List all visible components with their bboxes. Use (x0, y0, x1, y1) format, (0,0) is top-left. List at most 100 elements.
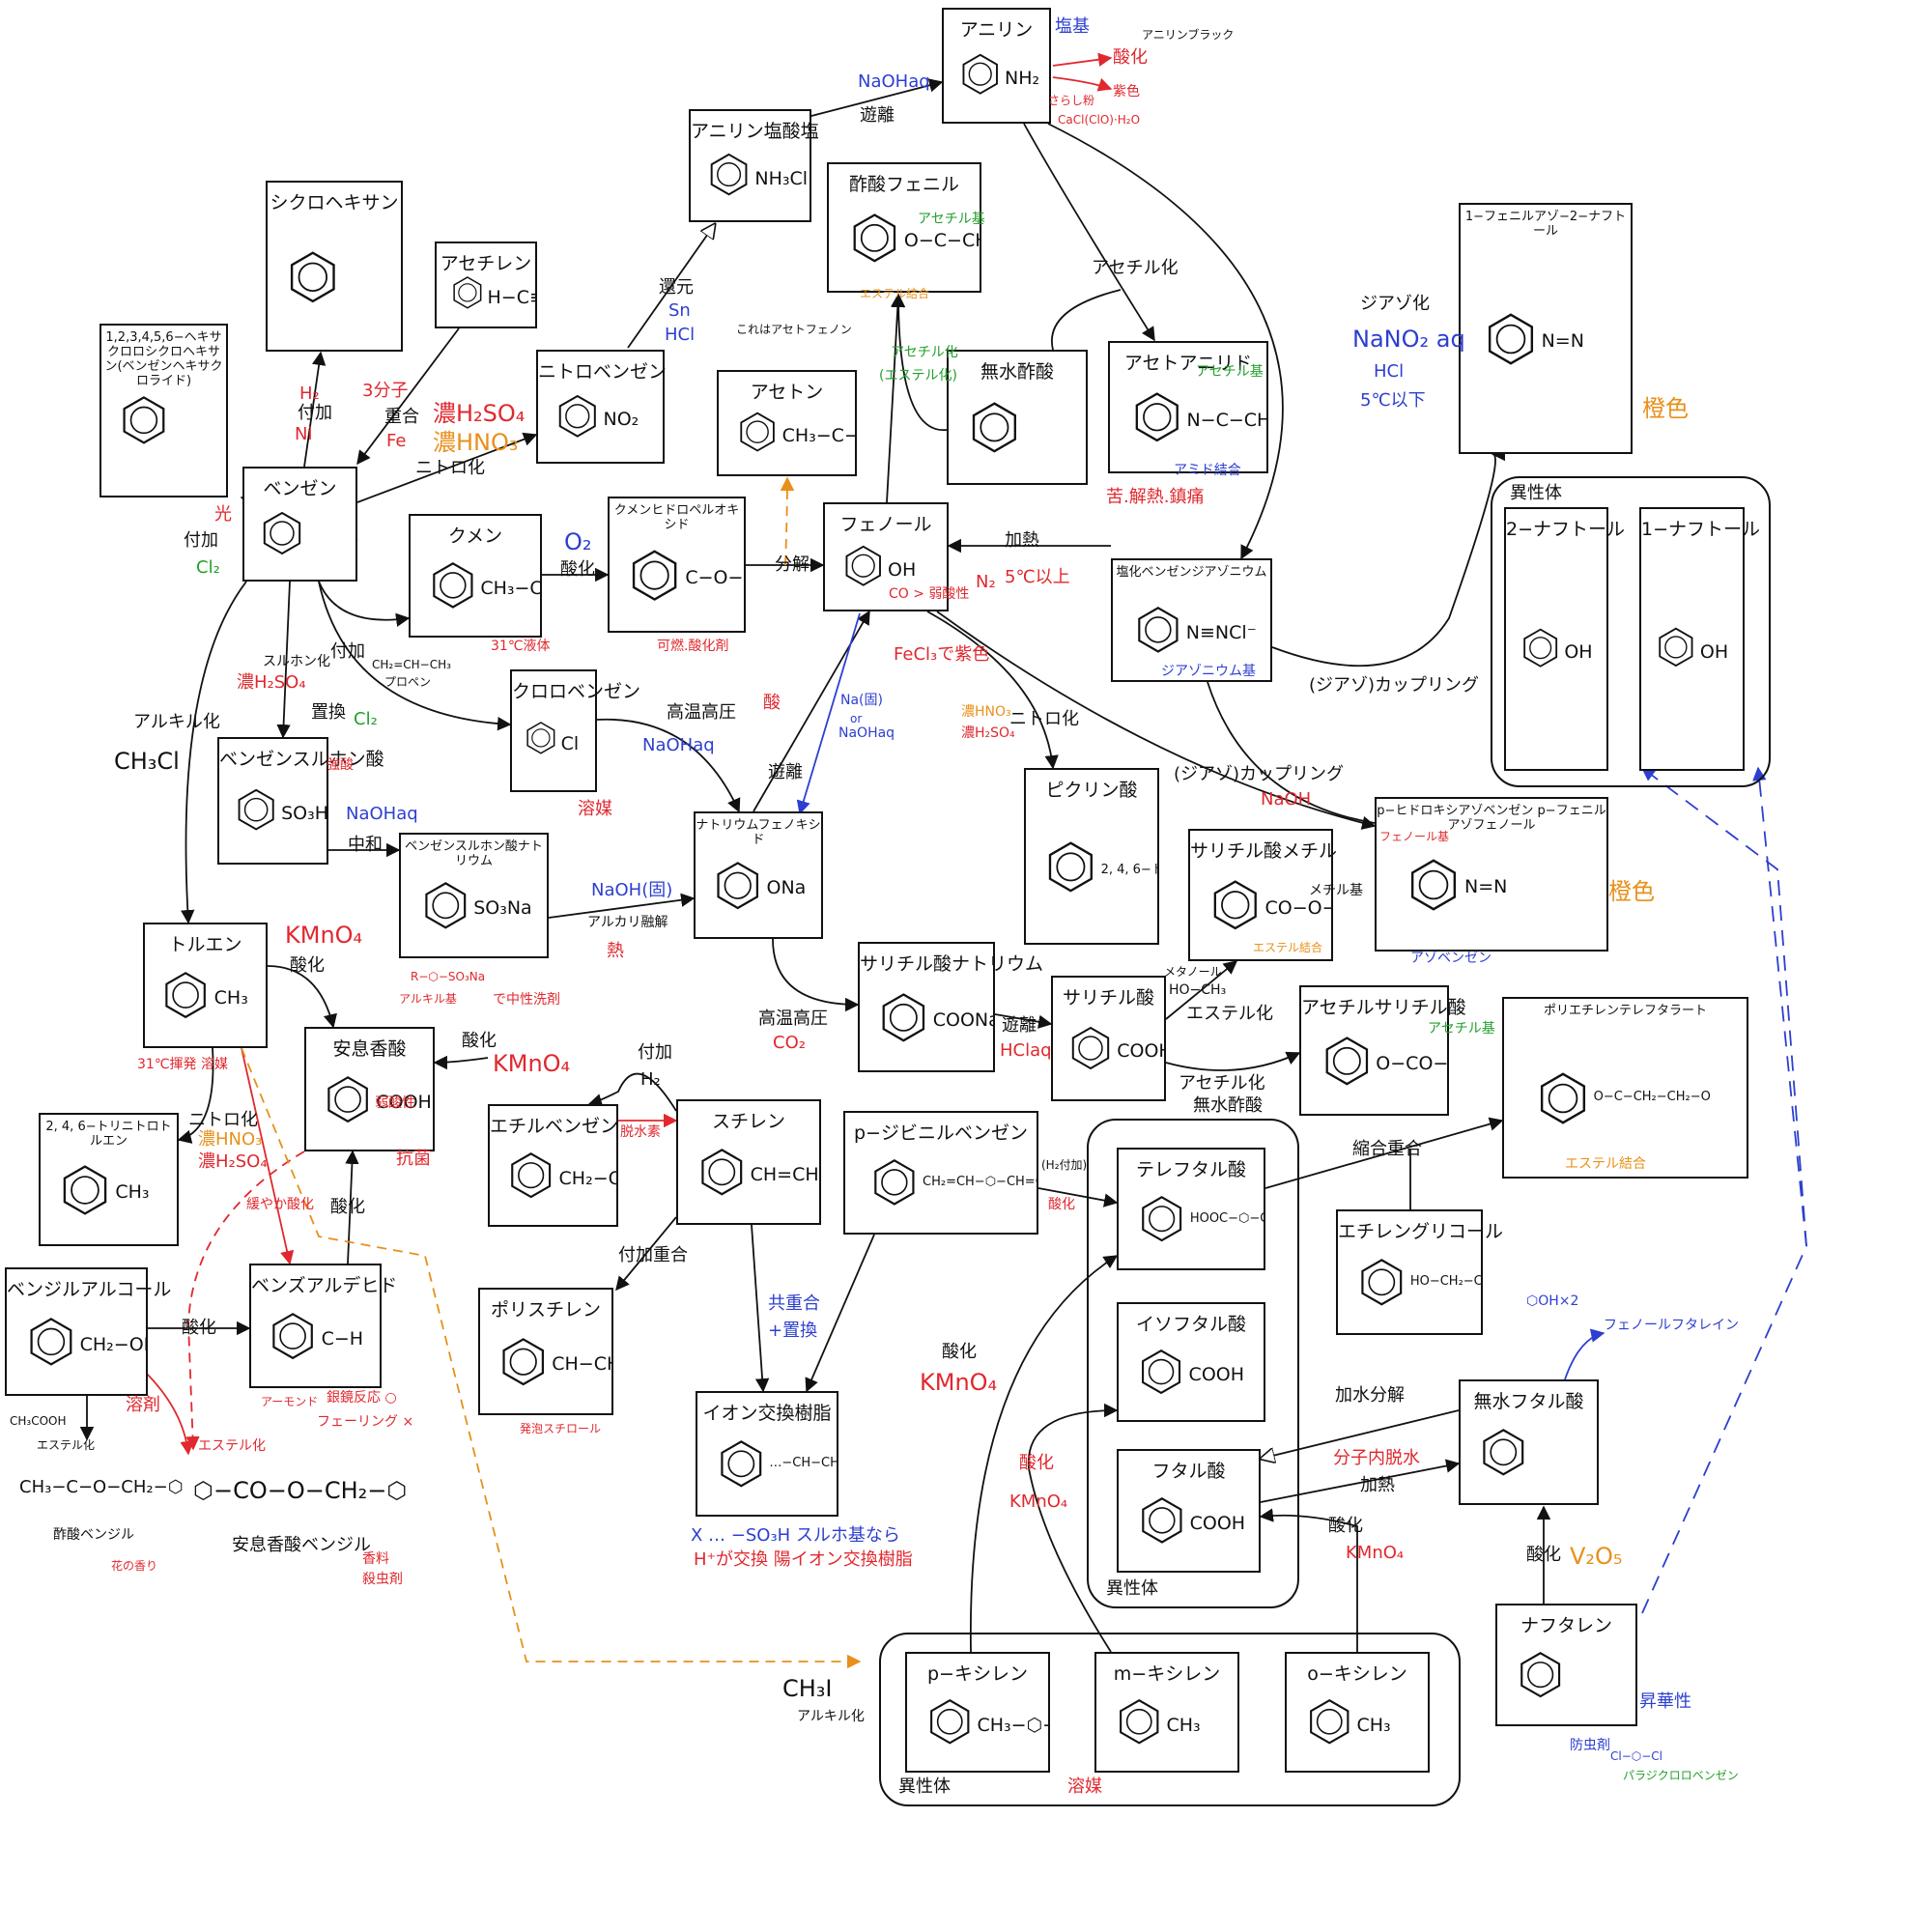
benzene-ring-icon (1136, 1193, 1187, 1248)
annotation-label: 酢酸ベンジル (53, 1527, 134, 1543)
annotation-label: FeCl₃で紫色 (894, 644, 990, 665)
annotation-label: 付加 (184, 530, 218, 551)
annotation-label: フェノールフタレイン (1604, 1318, 1739, 1333)
isomer-group-label: 異性体 (1510, 483, 1562, 503)
benzene-ring-icon (523, 720, 559, 760)
annotation-label: 殺虫剤 (362, 1572, 403, 1587)
annotation-label: エステル結合 (1565, 1156, 1646, 1172)
benzene-ring-icon (497, 1335, 550, 1392)
compound-formula: HO−CH₂−CH₂−OH (1409, 1274, 1481, 1289)
compound-name: p−キシレン (927, 1663, 1028, 1685)
annotation-label: NaOHaq (346, 804, 418, 824)
annotation-label: 弱酸性 (375, 1095, 415, 1111)
annotation-label: X … −SO₃H スルホ基なら (691, 1525, 900, 1546)
benzene-ring-icon (1114, 1696, 1165, 1751)
compound-name: 1,2,3,4,5,6−ヘキサクロロシクロヘキサン(ベンゼンヘキサクロライド) (104, 330, 223, 388)
compound-formula: 2, 4, 6−トリニトロフェノール (1100, 862, 1157, 877)
annotation-label: アーモンド (261, 1395, 319, 1408)
compound-tnt: 2, 4, 6−トリニトロトルエン CH₃ (39, 1113, 179, 1246)
compound-formula: CH₃ (115, 1181, 150, 1203)
annotation-label: H₂ (299, 384, 320, 404)
annotation-label: (ジアゾ)カップリング (1309, 675, 1480, 696)
compound-name: イオン交換樹脂 (702, 1403, 832, 1424)
annotation-label: 紫色 (1113, 84, 1140, 99)
annotation-label: NaOH(固) (591, 880, 673, 900)
compound-salicylic_acid: サリチル酸COOH (1051, 976, 1166, 1101)
annotation-label: NaOHaq (642, 735, 715, 755)
annotation-label: CH₃I (782, 1675, 833, 1702)
compound-name: アセチルサリチル酸 (1301, 997, 1466, 1018)
annotation-label: 橙色 (1608, 878, 1655, 905)
annotation-label: 酸化 (1526, 1545, 1561, 1565)
annotation-label: 加水分解 (1335, 1385, 1405, 1406)
benzene-ring-icon (57, 1162, 113, 1222)
annotation-label: 塩基 (1055, 16, 1090, 37)
benzene-ring-icon (1042, 838, 1099, 899)
annotation-label: 重合 (384, 407, 419, 427)
benzene-ring-icon (117, 393, 171, 451)
isomer-group: 異性体 (879, 1633, 1461, 1806)
annotation-label: H⁺が交換 陽イオン交換樹脂 (694, 1549, 913, 1570)
compound-formula: CH₂−CH₃ (558, 1167, 616, 1189)
compound-formula: COOH (1189, 1513, 1246, 1534)
annotation-label: エステル化 (1186, 1004, 1273, 1024)
compound-name: シクロヘキサン (270, 192, 399, 213)
benzene-ring-icon (1477, 1426, 1530, 1483)
benzene-ring-icon (427, 559, 479, 615)
annotation-label: 酸化 (1113, 47, 1148, 68)
annotation-label: アゾベンゼン (1410, 951, 1492, 966)
benzene-ring-icon (1405, 856, 1463, 918)
benzene-ring-icon (1136, 1494, 1188, 1550)
annotation-label: CH₃COOH (10, 1414, 67, 1428)
annotation-label: アルキル基 (399, 992, 457, 1006)
benzene-ring-icon (159, 969, 212, 1025)
compound-name: トルエン (168, 934, 242, 955)
annotation-label: 3分子 (362, 381, 409, 401)
compound-name: p−ジビニルベンゼン (854, 1122, 1028, 1144)
annotation-label: Na(固) (840, 693, 883, 708)
benzene-ring-icon (735, 410, 780, 458)
annotation-label: エステル結合 (860, 287, 930, 300)
annotation-label: 酸 (763, 693, 781, 713)
compound-formula: N=N (1464, 876, 1508, 897)
annotation-label: アルカリ融解 (587, 915, 668, 930)
annotation-label: 付加 (638, 1042, 672, 1063)
annotation-label: スルホン化 (263, 654, 330, 669)
benzene-ring-icon (419, 879, 472, 936)
annotation-label: 加熱 (1360, 1475, 1395, 1495)
benzene-ring-icon (715, 1437, 768, 1494)
compound-formula: CH₃ (1166, 1714, 1201, 1736)
benzene-ring-icon (840, 543, 886, 592)
compound-name: 無水酢酸 (980, 361, 1054, 383)
compound-formula: CO−O−CH₃ (1264, 896, 1331, 919)
annotation-label: or (850, 712, 863, 725)
annotation-label: 緩やか酸化 (246, 1197, 314, 1212)
benzene-ring-icon (1519, 626, 1562, 673)
benzene-ring-icon (449, 274, 486, 315)
annotation-label: 昇華性 (1639, 1691, 1691, 1712)
annotation-label: ジアゾニウム基 (1161, 664, 1256, 679)
annotation-label: さらし粉 (1048, 94, 1095, 107)
compound-name: テレフタル酸 (1135, 1159, 1246, 1180)
annotation-label: 5℃以上 (1005, 567, 1070, 587)
annotation-label: 防虫剤 (1570, 1738, 1610, 1753)
compound-name: 2, 4, 6−トリニトロトルエン (45, 1120, 172, 1149)
annotation-label: 遊離 (1002, 1015, 1037, 1036)
annotation-label: +置換 (768, 1321, 818, 1341)
annotation-label: R−⬡−SO₃Na (411, 970, 486, 983)
annotation-label: KMnO₄ (920, 1369, 998, 1396)
compound-name: ポリスチレン (490, 1299, 601, 1321)
compound-formula: C−O−OH (685, 566, 744, 588)
compound-name: m−キシレン (1113, 1663, 1221, 1685)
compound-name: クロロベンゼン (512, 681, 641, 702)
